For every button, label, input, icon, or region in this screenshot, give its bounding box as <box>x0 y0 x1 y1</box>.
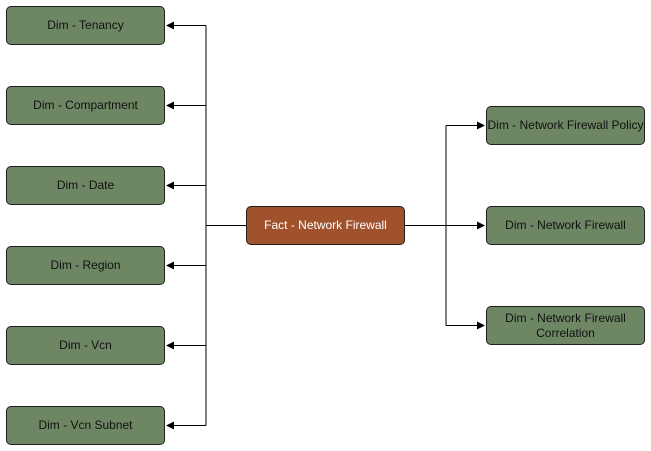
node-dim-region: Dim - Region <box>6 246 165 285</box>
node-fact-network-firewall: Fact - Network Firewall <box>246 206 405 245</box>
node-dim-compartment: Dim - Compartment <box>6 86 165 125</box>
node-dim-vcn: Dim - Vcn <box>6 326 165 365</box>
node-label: Dim - Vcn <box>59 338 112 352</box>
node-label: Dim - Compartment <box>33 98 138 112</box>
node-label: Dim - Network Firewall <box>505 218 626 232</box>
node-dim-tenancy: Dim - Tenancy <box>6 6 165 45</box>
node-label: Dim - Tenancy <box>47 18 124 32</box>
node-dim-date: Dim - Date <box>6 166 165 205</box>
node-dim-network-firewall-policy: Dim - Network Firewall Policy <box>486 106 645 145</box>
node-label: Dim - Network Firewall Correlation <box>505 310 626 340</box>
node-label: Dim - Network Firewall Policy <box>487 118 644 132</box>
node-label: Fact - Network Firewall <box>264 218 387 232</box>
node-label: Dim - Vcn Subnet <box>38 418 133 432</box>
node-label: Dim - Region <box>50 258 121 272</box>
node-dim-network-firewall: Dim - Network Firewall <box>486 206 645 245</box>
node-dim-network-firewall-correlation: Dim - Network Firewall Correlation <box>486 306 645 345</box>
node-label: Dim - Date <box>56 178 115 192</box>
node-dim-vcn-subnet: Dim - Vcn Subnet <box>6 406 165 445</box>
